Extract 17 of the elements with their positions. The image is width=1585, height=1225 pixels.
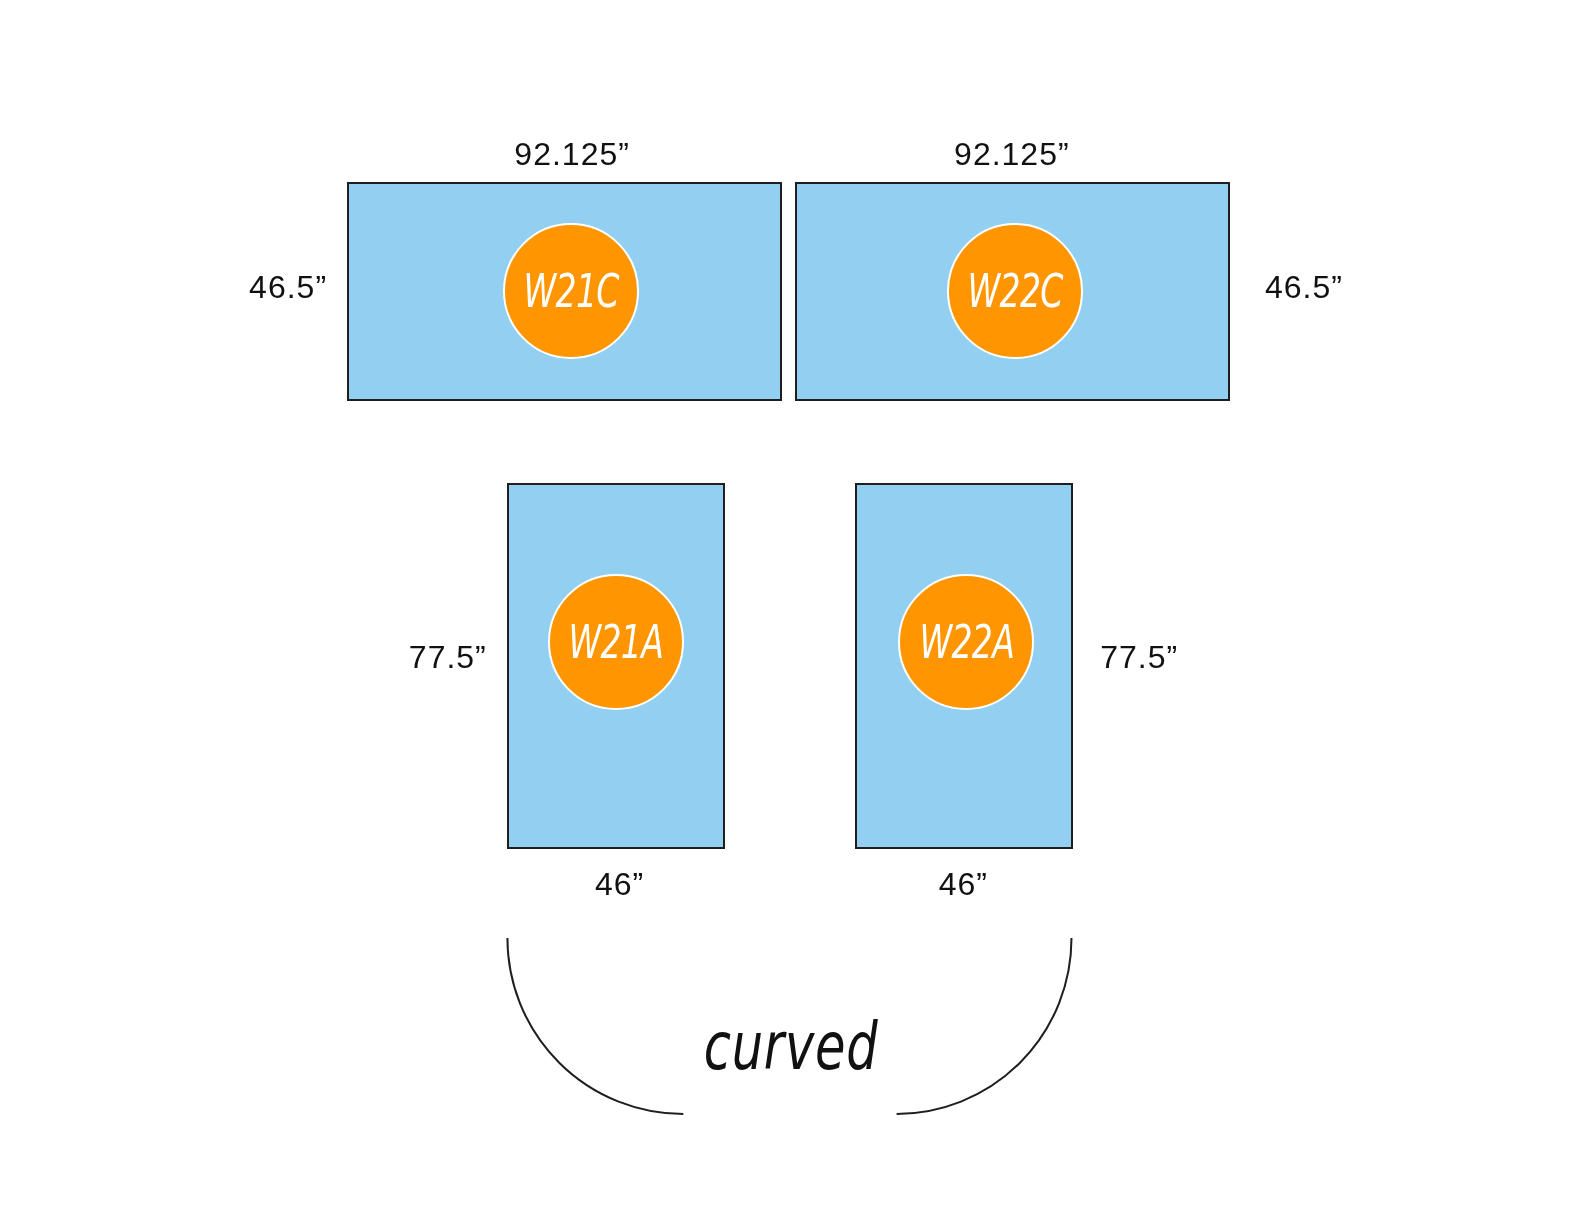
dimension-label: 77.5” <box>408 638 487 676</box>
dimension-label: 77.5” <box>1100 638 1179 676</box>
dimension-label: 92.125” <box>954 135 1070 173</box>
wall-panel <box>855 483 1073 850</box>
panel-badge: W21C <box>503 223 640 360</box>
wall-panel <box>794 181 1231 402</box>
dimension-label: 46” <box>595 866 645 903</box>
dimension-label: 46.5” <box>1265 268 1343 306</box>
dimension-label: 46.5” <box>249 268 328 306</box>
curved-note: curved <box>704 1007 879 1085</box>
panel-badge: W22C <box>946 223 1083 360</box>
dimension-label: 92.125” <box>514 135 630 173</box>
panel-badge: W21A <box>547 573 684 710</box>
wall-panel <box>507 483 725 850</box>
wall-panel <box>346 181 783 402</box>
panel-badge: W22A <box>898 573 1035 710</box>
dimension-label: 46” <box>938 866 988 903</box>
